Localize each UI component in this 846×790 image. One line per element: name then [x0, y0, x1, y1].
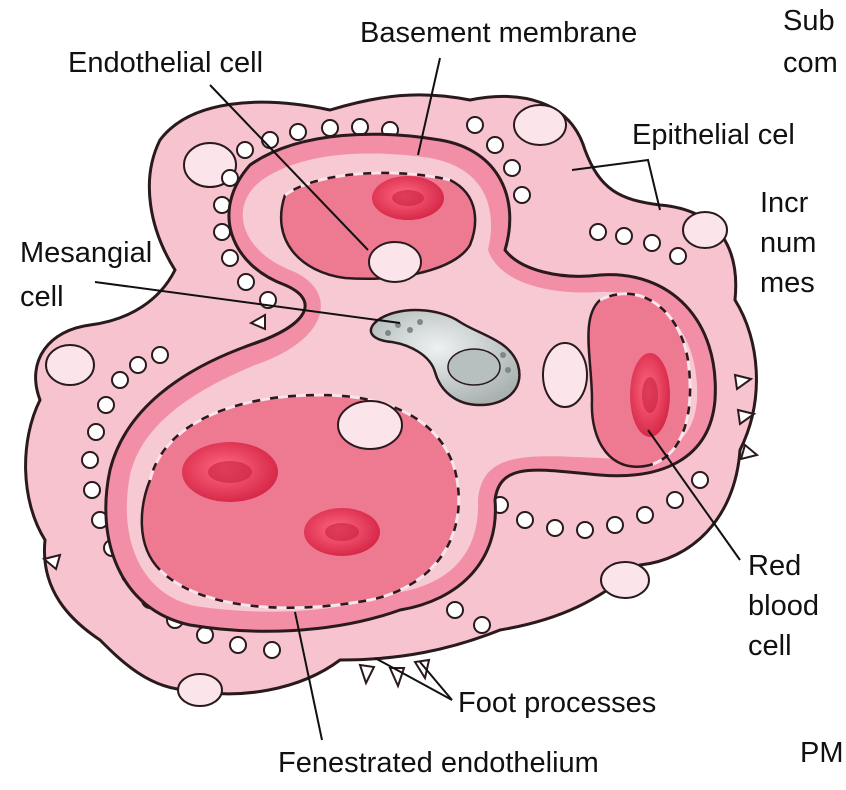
leader-foot-processes-1 [375, 658, 452, 700]
label-epithelial-cell: Epithelial cel [632, 119, 795, 151]
epithelial-nucleus [46, 345, 94, 385]
label-red-blood-cell-line3: cell [748, 630, 792, 662]
label-cut-sub-line2: com [783, 47, 838, 79]
label-basement-membrane: Basement membrane [360, 17, 637, 49]
red-blood-cell-center [392, 190, 424, 206]
label-red-blood-cell-line2: blood [748, 590, 819, 622]
red-blood-cell-center [208, 461, 252, 483]
epithelial-nucleus [178, 674, 222, 706]
endothelial-nucleus [369, 242, 421, 282]
epithelial-nucleus [683, 212, 727, 248]
label-cut-sub-line1: Sub [783, 5, 835, 37]
label-endothelial-cell: Endothelial cell [68, 47, 263, 79]
epithelial-nucleus [601, 562, 649, 598]
red-blood-cell-center [642, 377, 658, 413]
label-red-blood-cell-line1: Red [748, 550, 801, 582]
endothelial-nucleus [338, 401, 402, 449]
leader-foot-processes-2 [420, 662, 452, 700]
red-blood-cell-center [325, 523, 359, 541]
capillary-lumen-large [142, 395, 459, 608]
label-fenestrated-endothelium: Fenestrated endothelium [278, 747, 599, 779]
label-cut-pm: PM [800, 737, 844, 769]
endothelial-nucleus [543, 343, 587, 407]
label-cut-incr-line2: num [760, 227, 816, 259]
epithelial-nucleus [514, 105, 566, 145]
label-mesangial-cell-line1: Mesangial [20, 237, 152, 269]
label-cut-incr-line1: Incr [760, 187, 809, 219]
label-foot-processes: Foot processes [458, 687, 656, 719]
label-cut-incr-line3: mes [760, 267, 815, 299]
label-mesangial-cell-line2: cell [20, 281, 64, 313]
